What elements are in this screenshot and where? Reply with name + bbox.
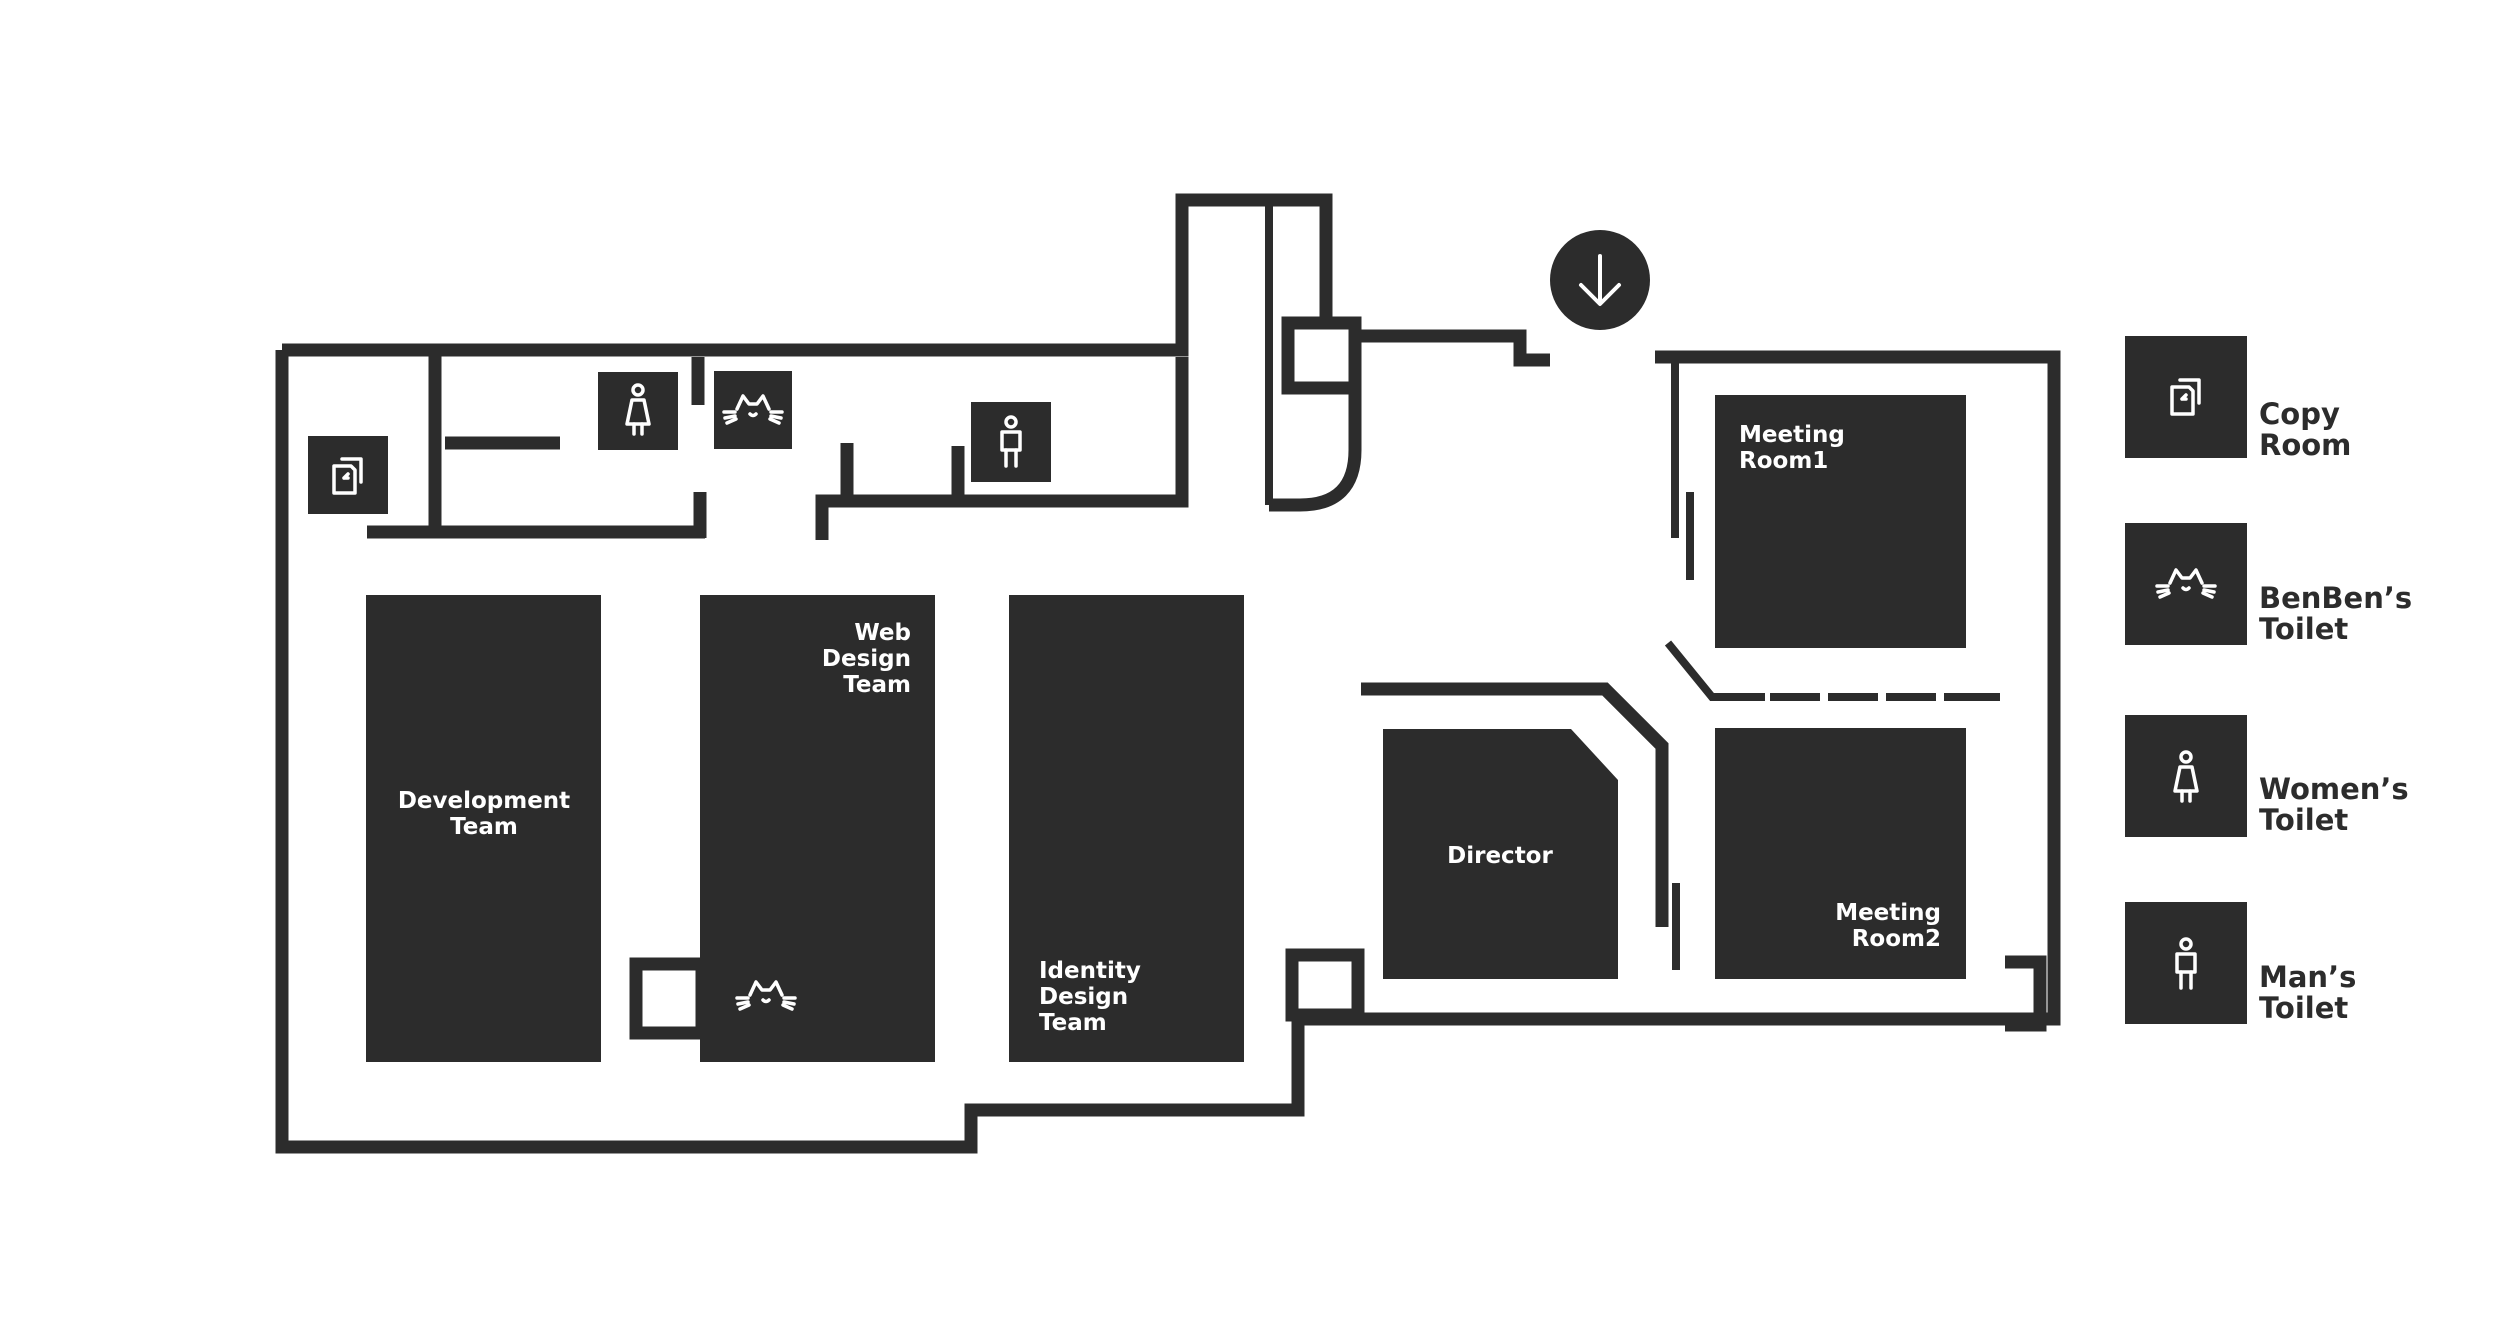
south-nook bbox=[1285, 948, 1365, 1022]
column bbox=[1281, 316, 1362, 395]
plan-copy-room-marker bbox=[308, 436, 388, 514]
entrance-wall bbox=[1355, 329, 1550, 367]
director-label: Director bbox=[1447, 843, 1553, 869]
plan-man-toilet-marker bbox=[971, 402, 1051, 482]
plan-benben-toilet-marker bbox=[714, 371, 792, 449]
litter-box-nook bbox=[629, 957, 709, 1040]
entrance-marker bbox=[1550, 230, 1650, 330]
east-nook bbox=[2005, 955, 2047, 1032]
meeting-diagonal bbox=[1664, 640, 1765, 701]
north-wall bbox=[282, 193, 1333, 357]
down-arrow-icon bbox=[1579, 254, 1621, 306]
director-wall bbox=[1361, 682, 1669, 927]
outer-wall bbox=[275, 350, 2061, 1154]
director-room: Director bbox=[1383, 729, 1618, 979]
walls bbox=[275, 193, 2061, 1154]
curved-wall bbox=[1269, 323, 1362, 512]
plan-women-toilet-marker bbox=[598, 372, 678, 450]
man-toilet-wall bbox=[815, 357, 1189, 540]
